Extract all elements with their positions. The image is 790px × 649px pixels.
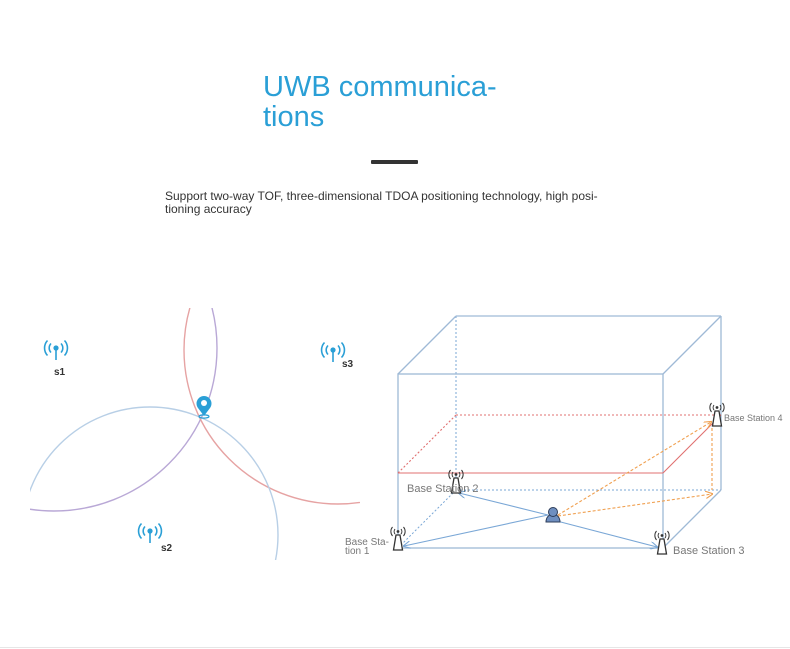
- base-station-1-label-line-2: tion 1: [345, 546, 370, 557]
- height-plane: [397, 414, 722, 474]
- person-tag-icon: [545, 507, 561, 523]
- trilateration-circles: [30, 308, 360, 560]
- station-s3-label: s3: [342, 359, 354, 370]
- station-s1-icon: [43, 339, 69, 361]
- base-station-1-icon: [390, 526, 406, 551]
- page-title-line-1: UWB communica-: [263, 71, 497, 103]
- ranging-rays: [404, 422, 712, 547]
- title-underline: [371, 160, 418, 164]
- description: Support two-way TOF, three-dimensional T…: [165, 190, 615, 216]
- base-station-1-label-line-1: Base Sta-: [345, 537, 389, 548]
- station-s1-label: s1: [54, 367, 66, 378]
- footer-divider: [0, 647, 790, 648]
- ray-to-station-3: [552, 519, 657, 547]
- positioning-room-box: [397, 315, 722, 549]
- base-station-3-icon: [654, 530, 670, 555]
- station-s2-label: s2: [161, 543, 173, 554]
- circle-s2: [30, 406, 279, 560]
- description-line-2: tioning accuracy: [165, 202, 252, 216]
- base-station-3-label: Base Station 3: [673, 545, 745, 557]
- base-station-4-label: Base Station 4: [724, 413, 783, 423]
- ray-projection: [557, 494, 712, 517]
- circle-s1: [30, 308, 218, 512]
- circle-s3: [183, 308, 360, 505]
- ray-to-station-1: [404, 514, 549, 546]
- description-line-1: Support two-way TOF, three-dimensional T…: [165, 189, 598, 203]
- station-s2-icon: [137, 522, 163, 544]
- ray-to-station-2: [459, 493, 549, 516]
- ray-to-station-4: [557, 422, 711, 516]
- page-title: UWB communica- tions: [263, 72, 523, 132]
- location-pin-icon: [196, 396, 212, 419]
- base-station-2-label: Base Station 2: [407, 483, 479, 495]
- page-title-line-2: tions: [263, 101, 325, 133]
